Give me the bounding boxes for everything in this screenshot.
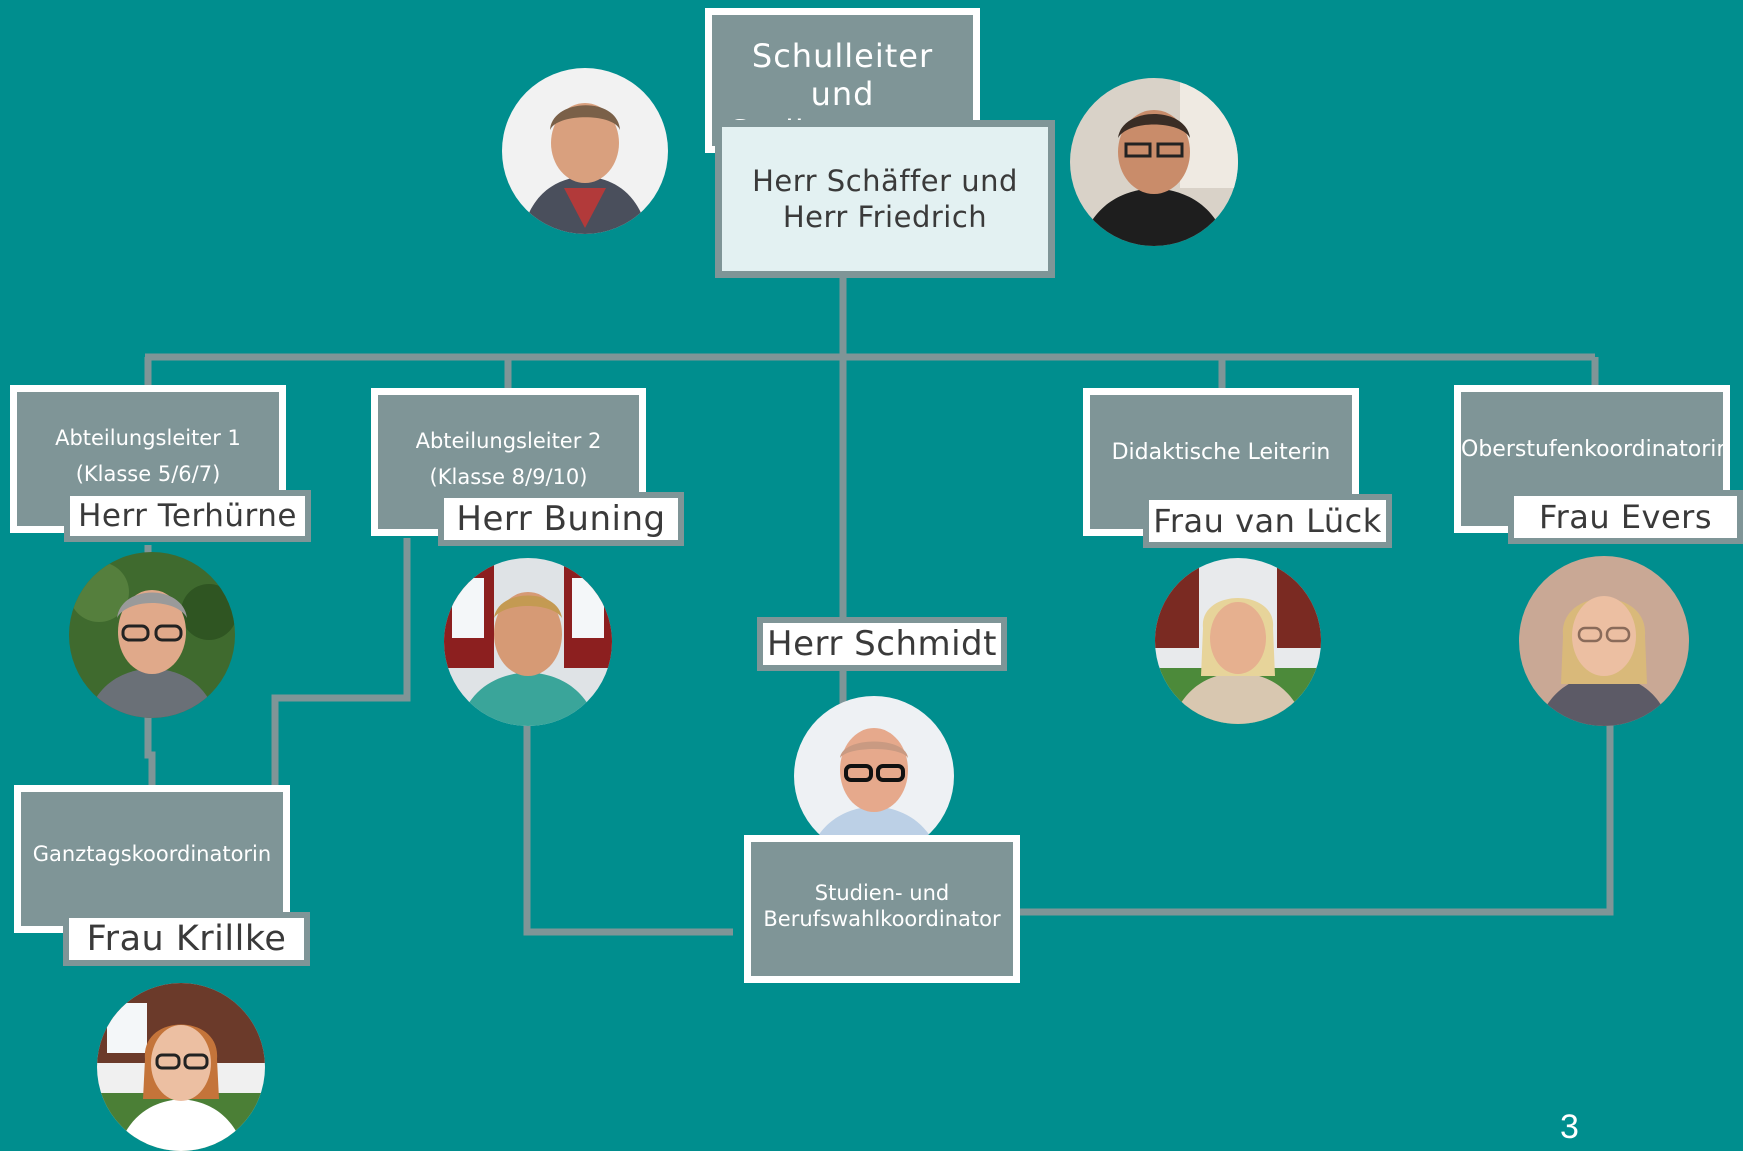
vanlueck-photo (1155, 558, 1321, 724)
connector-buning-studien (523, 725, 733, 936)
studien-name: Herr Schmidt (757, 617, 1007, 671)
ganztag-name: Frau Krillke (63, 912, 310, 966)
friedrich-photo (1070, 78, 1238, 246)
connector-evers-studien (1010, 725, 1614, 916)
abteilung2-title-line1: Abteilungsleiter 2 (415, 429, 602, 453)
abteilung1-name: Herr Terhürne (64, 490, 311, 542)
schmidt-photo (794, 696, 954, 856)
didaktik-name: Frau van Lück (1143, 494, 1392, 548)
abteilung1-title-line1: Abteilungsleiter 1 (55, 426, 241, 450)
schulleiter-names: Herr Schäffer und Herr Friedrich (752, 164, 1018, 234)
oberstufe-name: Frau Evers (1508, 490, 1743, 544)
krillke-photo (97, 983, 265, 1151)
connector-abteilung2-ganztag (271, 538, 411, 790)
didaktik-title: Didaktische Leiterin (1111, 439, 1331, 465)
ganztag-title: Ganztagskoordinatorin (32, 842, 272, 866)
abteilung2-name: Herr Buning (438, 492, 684, 546)
oberstufe-title: Oberstufenkoordinatorin (1461, 436, 1723, 462)
schulleiter-names-box: Herr Schäffer und Herr Friedrich (715, 120, 1055, 278)
buning-photo (444, 558, 612, 726)
studien-title-line2: Berufswahlkoordinator (763, 907, 1001, 931)
schaeffer-photo (502, 68, 668, 234)
studien-title-line1: Studien- und (814, 881, 950, 905)
evers-photo (1519, 556, 1689, 726)
terhuerne-photo (69, 552, 235, 718)
page-number: 3 (1560, 1108, 1579, 1146)
abteilung2-title-line2: (Klasse 8/9/10) (429, 465, 588, 489)
ganztag-title-box: Ganztagskoordinatorin (14, 785, 290, 933)
abteilung1-title-line2: (Klasse 5/6/7) (75, 462, 221, 486)
studien-title-box: Studien- und Berufswahlkoordinator (744, 835, 1020, 983)
